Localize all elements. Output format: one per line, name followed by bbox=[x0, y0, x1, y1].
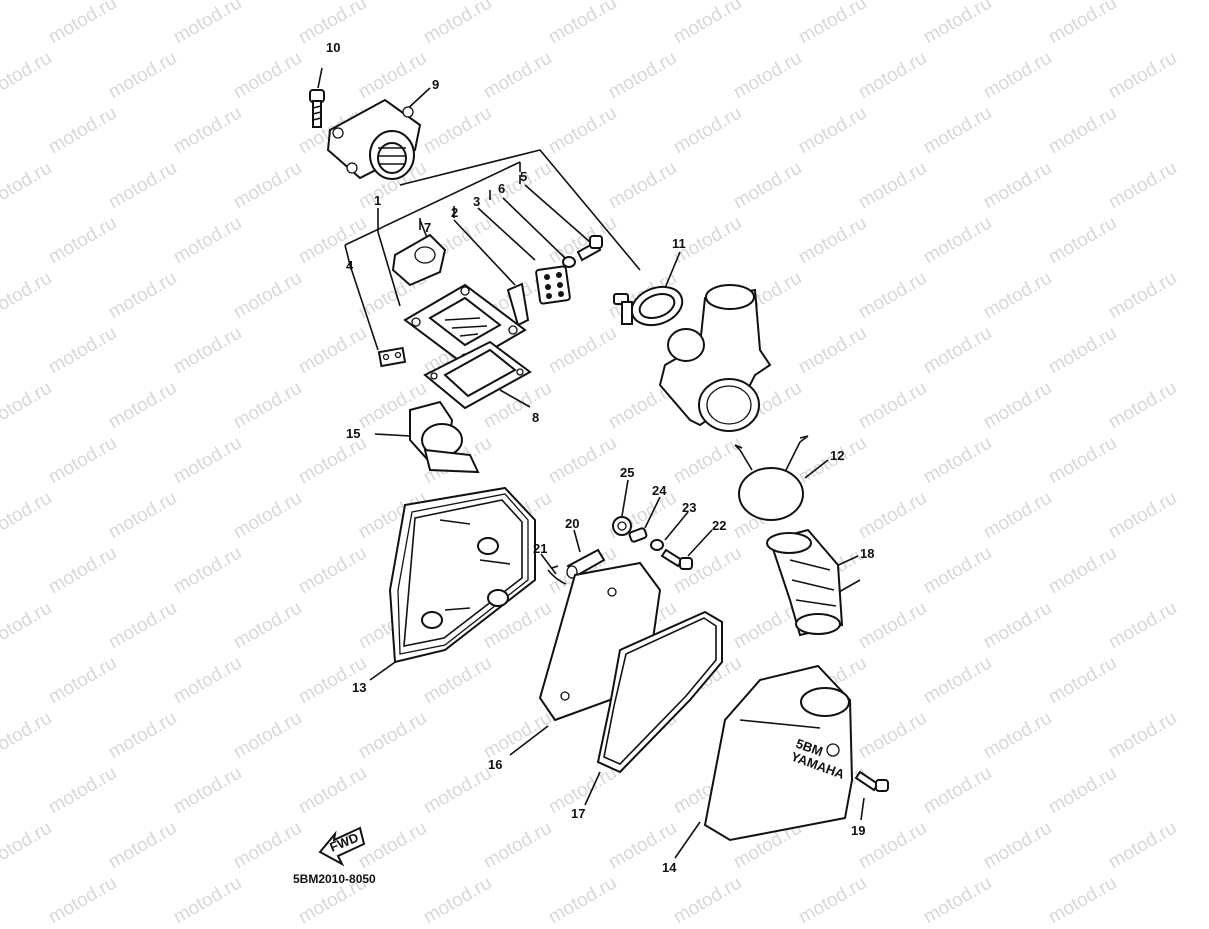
callout-16: 16 bbox=[488, 757, 502, 772]
plate-part-4 bbox=[377, 346, 407, 368]
callout-18: 18 bbox=[860, 546, 874, 561]
callout-1: 1 bbox=[374, 193, 381, 208]
collar-part-24 bbox=[628, 527, 648, 543]
callout-15: 15 bbox=[346, 426, 360, 441]
callout-8: 8 bbox=[532, 410, 539, 425]
callout-5: 5 bbox=[520, 169, 527, 184]
callout-numbers: 10 9 1 7 2 3 6 5 4 11 8 15 12 25 24 23 2… bbox=[326, 40, 874, 875]
callout-7: 7 bbox=[424, 220, 431, 235]
callout-9: 9 bbox=[432, 77, 439, 92]
callout-22: 22 bbox=[712, 518, 726, 533]
hose-clamp-part-11 bbox=[613, 285, 684, 327]
callout-3: 3 bbox=[473, 194, 480, 209]
callout-6: 6 bbox=[498, 181, 505, 196]
grommet-part-25 bbox=[612, 516, 632, 536]
reed-valve-part-2 bbox=[506, 282, 530, 327]
reed-stopper-part-7 bbox=[391, 233, 447, 287]
joint-part-18 bbox=[766, 528, 844, 637]
washer-part-23 bbox=[650, 539, 664, 551]
bolt-part-10 bbox=[309, 89, 325, 128]
band-part-12 bbox=[734, 435, 809, 521]
leader-lines bbox=[317, 67, 865, 859]
callout-23: 23 bbox=[682, 500, 696, 515]
plate-part-3 bbox=[535, 265, 571, 305]
gasket-part-17 bbox=[596, 610, 723, 774]
callout-20: 20 bbox=[565, 516, 579, 531]
washer-part-6 bbox=[562, 256, 576, 268]
callout-25: 25 bbox=[620, 465, 634, 480]
callout-24: 24 bbox=[652, 483, 667, 498]
screw-part-22 bbox=[660, 548, 693, 570]
callout-14: 14 bbox=[662, 860, 677, 875]
air-cleaner-case-part-13 bbox=[388, 486, 536, 664]
callout-4: 4 bbox=[346, 258, 354, 273]
callout-13: 13 bbox=[352, 680, 366, 695]
diagram-code: 5BM2010-8050 bbox=[293, 872, 376, 886]
callout-10: 10 bbox=[326, 40, 340, 55]
cap-part-15 bbox=[409, 400, 480, 474]
exploded-view: 5BM YAMAHA FWD 10 9 1 7 2 3 6 5 4 11 8 1… bbox=[309, 40, 889, 875]
reed-valve-assembly-part-1 bbox=[403, 283, 527, 367]
callout-17: 17 bbox=[571, 806, 585, 821]
callout-11: 11 bbox=[672, 236, 686, 251]
forward-arrow-icon: FWD bbox=[318, 826, 366, 867]
callout-12: 12 bbox=[830, 448, 844, 463]
callout-21: 21 bbox=[533, 541, 547, 556]
callout-2: 2 bbox=[451, 205, 458, 220]
clip-part-21 bbox=[547, 565, 567, 585]
intake-joint-part-9 bbox=[326, 98, 422, 180]
screw-part-5 bbox=[576, 235, 603, 262]
cover-part-14: 5BM YAMAHA bbox=[703, 664, 854, 842]
gasket-part-8 bbox=[423, 340, 532, 410]
callout-19: 19 bbox=[851, 823, 865, 838]
intake-duct bbox=[658, 284, 772, 432]
screw-part-19 bbox=[854, 770, 889, 792]
